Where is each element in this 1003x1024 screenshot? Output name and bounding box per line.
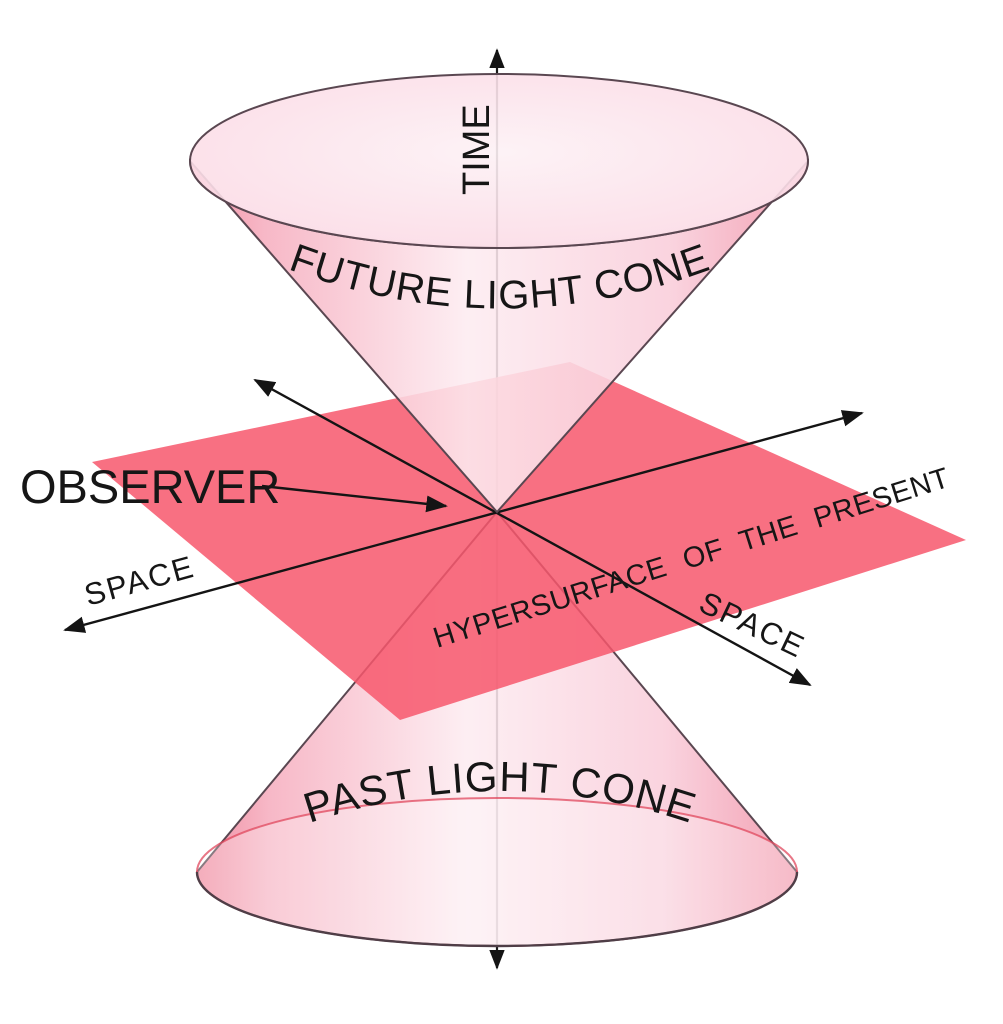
time-axis-label: TIME [456,104,498,195]
observer-arrow [261,484,448,513]
past-cone-rim-front [195,871,799,948]
observer-label: OBSERVER [20,460,280,513]
past-cone-opening [197,798,797,946]
space-axis-2 [253,378,812,687]
future-cone-opening [189,73,809,249]
space-axis-left-label: SPACE [81,549,199,613]
